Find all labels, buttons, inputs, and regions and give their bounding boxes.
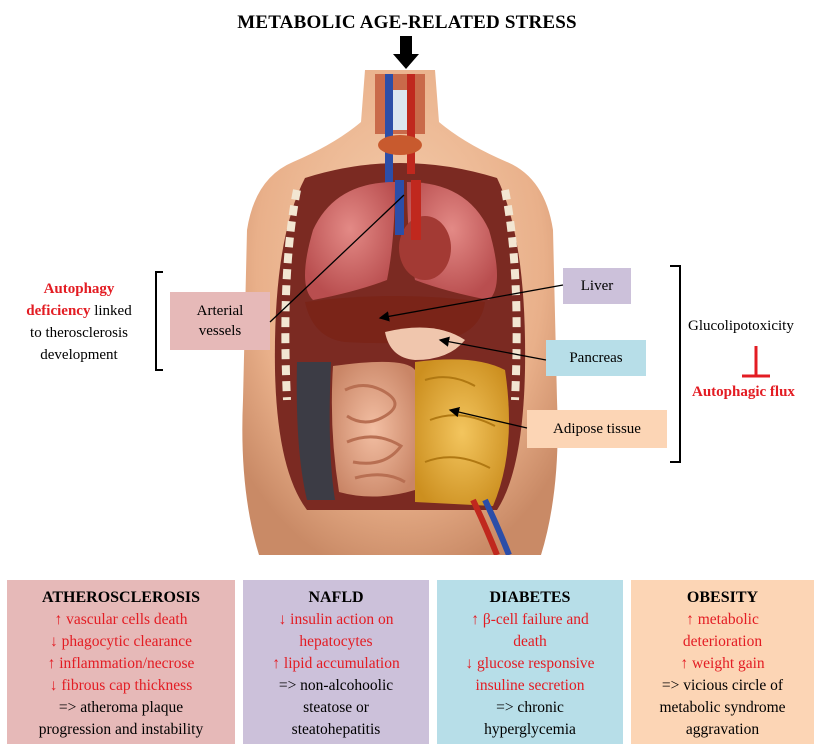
panel-line: aggravation: [631, 719, 814, 741]
panel-line: => non-alcohoolic: [243, 675, 429, 697]
panel-line: ↑ β-cell failure and: [437, 609, 623, 631]
pancreas-label: Pancreas: [546, 340, 646, 376]
autophagy-deficiency-note: Autophagy deficiency linked to theroscle…: [8, 278, 150, 366]
inhibition-icon: [742, 346, 770, 376]
panel-line: ↓ glucose responsive: [437, 653, 623, 675]
panel-line: metabolic syndrome: [631, 697, 814, 719]
note-line3: to therosclerosis: [30, 325, 128, 341]
autophagic-flux-label: Autophagic flux: [692, 384, 795, 401]
panel-title: NAFLD: [243, 587, 429, 609]
panel-title: OBESITY: [631, 587, 814, 609]
panel-line: ↑ weight gain: [631, 653, 814, 675]
panel-line: progression and instability: [7, 719, 235, 741]
note-deficiency-word: deficiency: [26, 303, 90, 319]
panel-line: ↓ insulin action on: [243, 609, 429, 631]
panel-line: hyperglycemia: [437, 719, 623, 741]
nafld-panel: NAFLD ↓ insulin action on hepatocytes ↑ …: [243, 580, 429, 744]
panel-line: steatohepatitis: [243, 719, 429, 741]
down-arrow-icon: [392, 36, 420, 70]
liver-label: Liver: [563, 268, 631, 304]
atherosclerosis-panel: ATHEROSCLEROSIS ↑ vascular cells death ↓…: [7, 580, 235, 744]
human-torso-illustration: [235, 70, 565, 555]
panel-title: ATHEROSCLEROSIS: [7, 587, 235, 609]
panel-line: => vicious circle of: [631, 675, 814, 697]
panel-line: ↓ fibrous cap thickness: [7, 675, 235, 697]
panel-line: ↑ lipid accumulation: [243, 653, 429, 675]
panel-line: ↑ inflammation/necrose: [7, 653, 235, 675]
left-bracket: [156, 272, 163, 370]
note-linked-word: linked: [90, 303, 131, 319]
panel-line: => atheroma plaque: [7, 697, 235, 719]
right-bracket: [670, 266, 680, 462]
glucolipotoxicity-label: Glucolipotoxicity: [688, 318, 794, 335]
arterial-vessels-label: Arterial vessels: [170, 292, 270, 350]
adipose-tissue-label: Adipose tissue: [527, 410, 667, 448]
arterial-label-line2: vessels: [199, 323, 242, 339]
panel-line: => chronic: [437, 697, 623, 719]
panel-line: steatose or: [243, 697, 429, 719]
panel-line: ↑ metabolic: [631, 609, 814, 631]
diabetes-panel: DIABETES ↑ β-cell failure and death ↓ gl…: [437, 580, 623, 744]
diagram-title: METABOLIC AGE-RELATED STRESS: [0, 12, 814, 34]
panel-line: death: [437, 631, 623, 653]
panel-title: DIABETES: [437, 587, 623, 609]
panel-line: hepatocytes: [243, 631, 429, 653]
note-line4: development: [40, 347, 117, 363]
panel-line: insuline secretion: [437, 675, 623, 697]
note-autophagy-word: Autophagy: [44, 281, 115, 297]
arterial-label-line1: Arterial: [197, 303, 244, 319]
panel-line: ↓ phagocytic clearance: [7, 631, 235, 653]
panel-line: deterioration: [631, 631, 814, 653]
obesity-panel: OBESITY ↑ metabolic deterioration ↑ weig…: [631, 580, 814, 744]
panel-line: ↑ vascular cells death: [7, 609, 235, 631]
